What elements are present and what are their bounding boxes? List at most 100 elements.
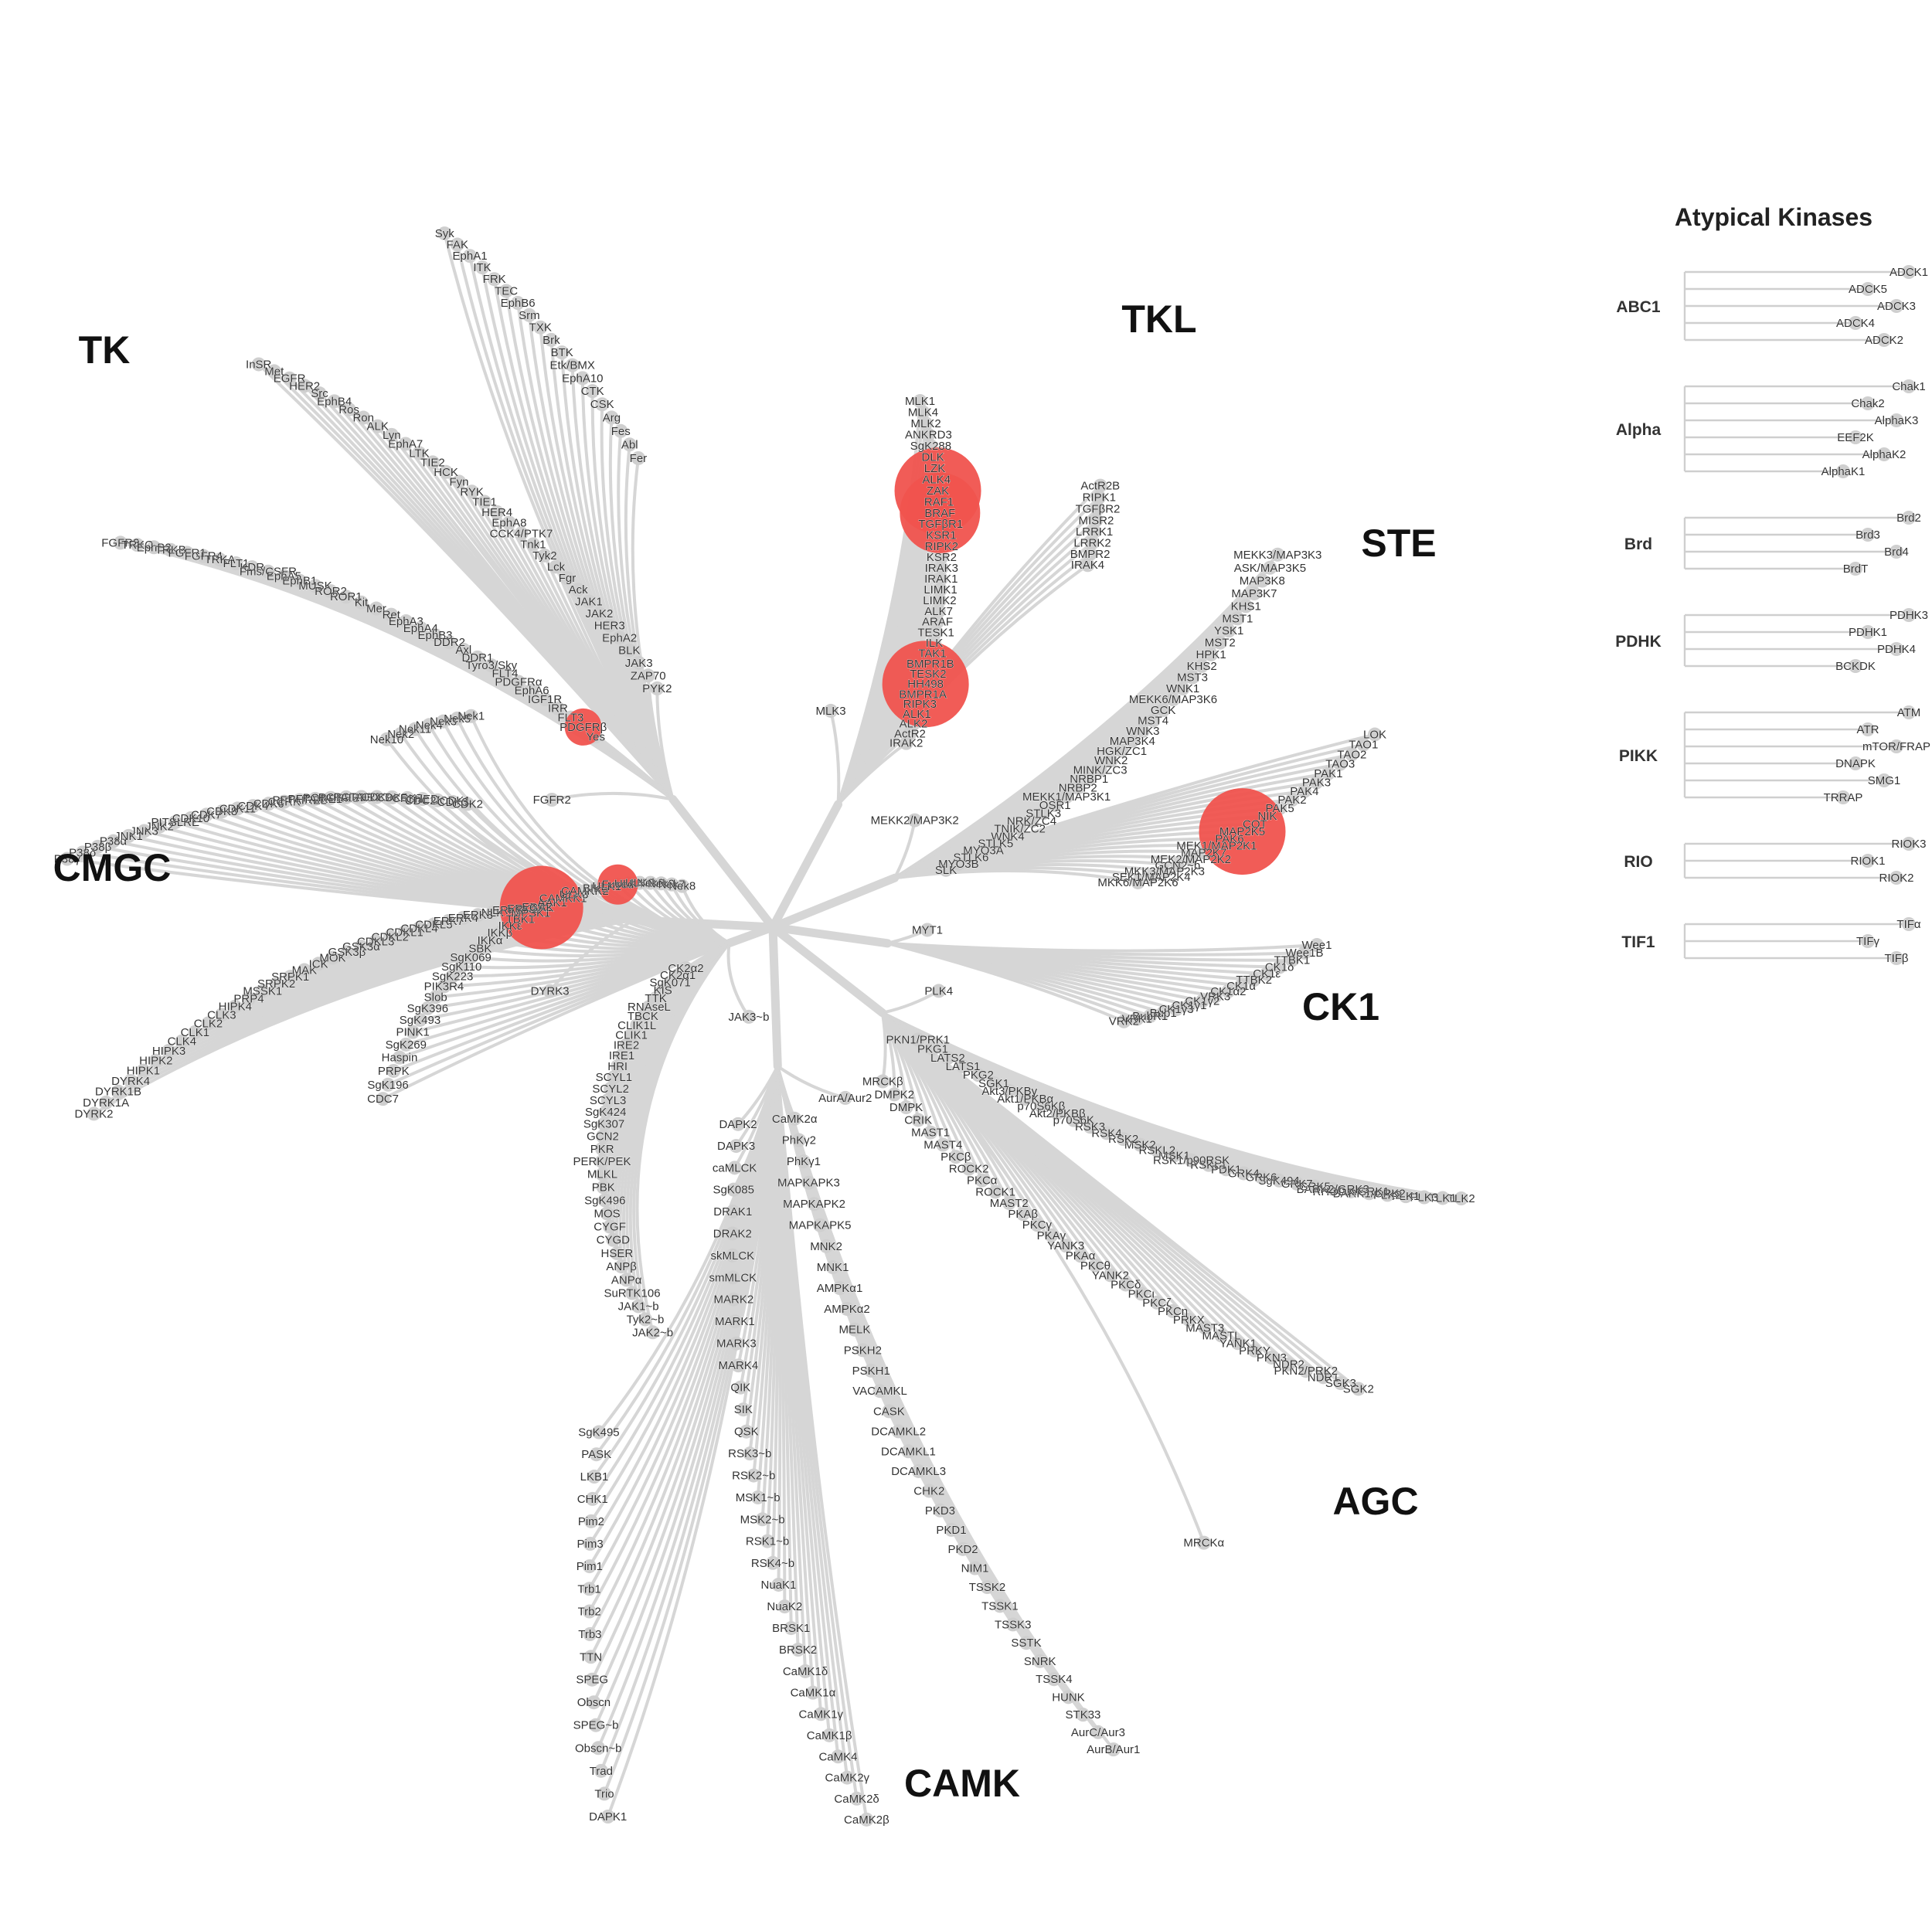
node-mkk6-map2k6 bbox=[1131, 875, 1145, 889]
label-ndr1: NDR1 bbox=[1308, 1371, 1339, 1384]
node-khs2 bbox=[1195, 658, 1209, 673]
atypical-node-riok3 bbox=[1902, 837, 1916, 851]
node-nek11 bbox=[408, 722, 423, 736]
node-nek2 bbox=[393, 726, 408, 741]
label-camkk1: CAMKK1 bbox=[539, 892, 587, 905]
node-map3k7 bbox=[1247, 586, 1261, 601]
node-sgk2 bbox=[1351, 1382, 1366, 1396]
label-cdc7: CDC7 bbox=[367, 1093, 399, 1106]
label-stlk6: STLK6 bbox=[954, 851, 989, 864]
node-hpk1 bbox=[1204, 647, 1219, 661]
label-musk: MUSK bbox=[298, 580, 332, 593]
label-ankrd3: ANKRD3 bbox=[905, 429, 952, 442]
node-trb2 bbox=[582, 1604, 597, 1619]
node-dyrk1b bbox=[111, 1084, 126, 1099]
label-mast2: MAST2 bbox=[990, 1197, 1029, 1210]
label-phk-1: PhKγ1 bbox=[787, 1155, 821, 1168]
atypical-label-adck4: ADCK4 bbox=[1836, 317, 1875, 330]
atypical-label-brd4: Brd4 bbox=[1884, 546, 1909, 559]
label-fgr: Fgr bbox=[559, 572, 577, 585]
node-scyl1 bbox=[607, 1070, 621, 1085]
node-sgk223 bbox=[445, 969, 460, 984]
node-mapkapk5 bbox=[813, 1218, 828, 1232]
branch-mkk6-map2k6 bbox=[893, 869, 1140, 884]
node-tlk2 bbox=[1454, 1191, 1468, 1206]
label-mlk3: MLK3 bbox=[815, 705, 845, 718]
label-tyro3-sky: Tyro3/Sky bbox=[465, 659, 517, 672]
label-mast3: MAST3 bbox=[1185, 1321, 1224, 1334]
label-lyn: Lyn bbox=[383, 429, 401, 442]
node-plk2 bbox=[1380, 1188, 1395, 1202]
node-wnk2 bbox=[1104, 753, 1118, 768]
label-ephb3: EphB3 bbox=[417, 629, 452, 642]
label-pak1: PAK1 bbox=[1314, 767, 1342, 780]
label-msk1: MSK1 bbox=[1158, 1149, 1190, 1162]
label-nek6: Nek6 bbox=[637, 877, 664, 890]
node-nrk-zc4 bbox=[1024, 814, 1039, 828]
node-nim1 bbox=[968, 1561, 982, 1575]
node-erk3 bbox=[471, 908, 485, 923]
label-dmpk: DMPK bbox=[889, 1101, 923, 1114]
node-cygf bbox=[603, 1219, 617, 1234]
label-ret: Ret bbox=[383, 609, 401, 622]
label-nrk-zc4: NRK/ZC4 bbox=[1007, 815, 1056, 828]
node-ror1 bbox=[338, 590, 353, 604]
label-ack: Ack bbox=[569, 583, 589, 597]
node-ddr1 bbox=[470, 650, 485, 664]
label-etk-bmx: Etk/BMX bbox=[549, 359, 594, 372]
label-p38: P38γ bbox=[54, 853, 81, 866]
node-cdkl3 bbox=[369, 934, 383, 949]
label-clk1: CLK1 bbox=[181, 1026, 210, 1039]
node-tssk4 bbox=[1046, 1672, 1061, 1687]
atypical-node-dnapk bbox=[1849, 756, 1862, 770]
label-pkd2: PKD2 bbox=[947, 1543, 978, 1556]
label-rock2: ROCK2 bbox=[949, 1163, 989, 1176]
atypical-node-pdhk1 bbox=[1861, 625, 1875, 639]
label-hipk1: HIPK1 bbox=[127, 1065, 160, 1078]
label-mekk6-map3k6: MEKK6/MAP3K6 bbox=[1129, 693, 1217, 706]
node-clk3 bbox=[214, 1008, 229, 1022]
label-ulk3: ULK3 bbox=[560, 888, 589, 901]
label-erk1: ERK1 bbox=[507, 902, 537, 916]
node-cygd bbox=[606, 1232, 621, 1247]
node-bmpr2 bbox=[1083, 546, 1097, 561]
label-pkc: PKCα bbox=[967, 1174, 998, 1188]
label-pka: PKAα bbox=[1066, 1249, 1096, 1263]
branch-ste-trunk bbox=[768, 873, 900, 932]
node-ttn bbox=[583, 1650, 598, 1664]
label-sgk2: SGK2 bbox=[1343, 1382, 1374, 1395]
label-pyk2: PYK2 bbox=[642, 682, 672, 695]
node-trkb bbox=[163, 542, 178, 557]
atypical-node-trrap bbox=[1836, 790, 1850, 804]
node-fgfr3 bbox=[113, 535, 128, 550]
label-mark3: MARK3 bbox=[716, 1337, 757, 1351]
label-actr2b: ActR2B bbox=[1080, 480, 1120, 493]
label-sgk085: SgK085 bbox=[713, 1184, 754, 1197]
node-clk4 bbox=[175, 1034, 189, 1049]
label-igf1r: IGF1R bbox=[528, 693, 562, 706]
atypical-label-pdhk3: PDHK3 bbox=[1889, 609, 1928, 622]
node-insr bbox=[251, 357, 266, 372]
label-trb1: Trb1 bbox=[577, 1582, 600, 1596]
label-fgfr4: FGFR4 bbox=[185, 550, 223, 563]
node-stlk3 bbox=[1036, 806, 1051, 821]
node-hipk3 bbox=[162, 1043, 176, 1058]
label-tec: TEC bbox=[495, 285, 518, 298]
label-txk: TXK bbox=[529, 321, 552, 335]
node-her2 bbox=[298, 379, 312, 393]
label-osr1: OSR1 bbox=[1039, 799, 1071, 812]
node-rsk4 bbox=[1099, 1126, 1114, 1140]
label-ripk2: RIPK2 bbox=[925, 540, 958, 553]
hit-map2k5 bbox=[1199, 788, 1286, 875]
node-tlk1 bbox=[1435, 1191, 1450, 1205]
node-hser bbox=[610, 1246, 624, 1260]
node-mkk3-map2k3 bbox=[1157, 864, 1172, 879]
label-ttbk1: TTBK1 bbox=[1274, 954, 1311, 967]
node-mst2 bbox=[1213, 635, 1227, 650]
node-srpk2 bbox=[269, 977, 284, 991]
label-ulk4: ULK4 bbox=[614, 877, 644, 890]
label-stlk5: STLK5 bbox=[978, 838, 1013, 851]
label-mekk2-map3k2: MEKK2/MAP3K2 bbox=[871, 814, 959, 828]
node-camk1 bbox=[805, 1685, 820, 1700]
